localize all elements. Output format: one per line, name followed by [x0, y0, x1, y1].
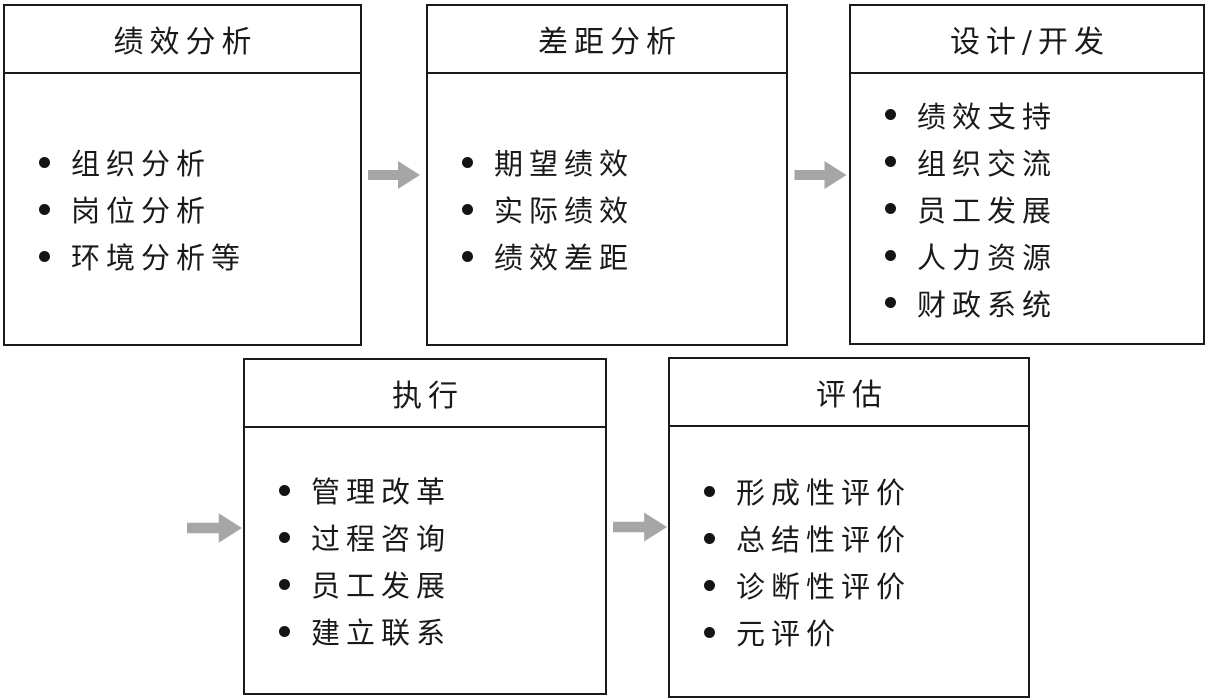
box-performance-analysis: 绩效分析 组织分析 岗位分析 环境分析等 [3, 4, 362, 346]
bullet-icon [279, 578, 290, 590]
bullet-icon [885, 203, 896, 214]
list-item: 组织分析 [39, 139, 360, 186]
list-item: 元评价 [704, 609, 1028, 656]
list-item: 绩效差距 [462, 233, 786, 280]
bullet-icon [279, 484, 290, 496]
list-item: 绩效支持 [885, 91, 1203, 138]
list-item: 人力资源 [885, 232, 1203, 279]
list-item-label: 员工发展 [917, 193, 1058, 228]
bullet-icon [885, 156, 896, 167]
list-item: 员工发展 [885, 185, 1203, 232]
list-item-label: 环境分析等 [71, 241, 247, 275]
box-title: 设计/开发 [851, 6, 1203, 74]
right-block-arrow-icon [187, 513, 242, 543]
list-item: 期望绩效 [462, 139, 786, 186]
box-design-development: 设计/开发 绩效支持 组织交流 员工发展 人力资源 财政系统 [849, 4, 1205, 345]
box-item-list: 期望绩效 实际绩效 绩效差距 [428, 74, 786, 344]
box-item-list: 管理改革 过程咨询 员工发展 建立联系 [245, 428, 605, 693]
list-item-label: 期望绩效 [494, 147, 635, 181]
bullet-icon [704, 579, 715, 591]
bullet-icon [39, 156, 50, 168]
list-item: 实际绩效 [462, 186, 786, 233]
list-item-label: 管理改革 [311, 475, 452, 509]
list-item-label: 岗位分析 [71, 194, 212, 228]
list-item: 形成性评价 [704, 468, 1028, 515]
list-item: 财政系统 [885, 279, 1203, 326]
box-title: 差距分析 [428, 6, 786, 74]
box-gap-analysis: 差距分析 期望绩效 实际绩效 绩效差距 [426, 4, 788, 346]
list-item-label: 建立联系 [311, 616, 452, 650]
list-item-label: 实际绩效 [494, 194, 635, 228]
bullet-icon [885, 297, 896, 308]
list-item-label: 过程咨询 [311, 522, 452, 556]
list-item-label: 总结性评价 [736, 523, 912, 557]
right-block-arrow-icon [794, 161, 847, 189]
list-item-label: 元评价 [736, 617, 842, 651]
list-item-label: 诊断性评价 [736, 570, 912, 604]
list-item: 环境分析等 [39, 233, 360, 280]
bullet-icon [704, 532, 715, 544]
list-item: 组织交流 [885, 138, 1203, 185]
bullet-icon [279, 531, 290, 543]
list-item-label: 绩效支持 [917, 99, 1058, 134]
box-title: 评估 [670, 359, 1028, 427]
list-item-label: 组织交流 [917, 146, 1058, 181]
list-item-label: 财政系统 [917, 287, 1058, 322]
bullet-icon [462, 250, 473, 262]
bullet-icon [462, 203, 473, 215]
box-title: 执行 [245, 360, 605, 428]
box-item-list: 绩效支持 组织交流 员工发展 人力资源 财政系统 [851, 74, 1203, 343]
list-item: 过程咨询 [279, 514, 605, 561]
right-block-arrow-icon [368, 161, 420, 189]
bullet-icon [885, 109, 896, 120]
list-item-label: 人力资源 [917, 240, 1058, 275]
list-item-label: 组织分析 [71, 147, 212, 181]
box-item-list: 形成性评价 总结性评价 诊断性评价 元评价 [670, 427, 1028, 696]
list-item-label: 员工发展 [311, 569, 452, 603]
box-title: 绩效分析 [5, 6, 360, 74]
bullet-icon [279, 625, 290, 637]
list-item: 管理改革 [279, 467, 605, 514]
right-block-arrow-icon [613, 512, 667, 542]
list-item-label: 形成性评价 [736, 476, 912, 510]
list-item-label: 绩效差距 [494, 241, 635, 275]
bullet-icon [704, 485, 715, 497]
box-implementation: 执行 管理改革 过程咨询 员工发展 建立联系 [243, 358, 607, 695]
box-item-list: 组织分析 岗位分析 环境分析等 [5, 74, 360, 344]
box-evaluation: 评估 形成性评价 总结性评价 诊断性评价 元评价 [668, 357, 1030, 698]
bullet-icon [462, 156, 473, 168]
bullet-icon [885, 250, 896, 261]
list-item: 员工发展 [279, 561, 605, 608]
list-item: 总结性评价 [704, 515, 1028, 562]
list-item: 诊断性评价 [704, 562, 1028, 609]
bullet-icon [39, 250, 50, 262]
bullet-icon [39, 203, 50, 215]
list-item: 建立联系 [279, 608, 605, 655]
list-item: 岗位分析 [39, 186, 360, 233]
bullet-icon [704, 626, 715, 638]
